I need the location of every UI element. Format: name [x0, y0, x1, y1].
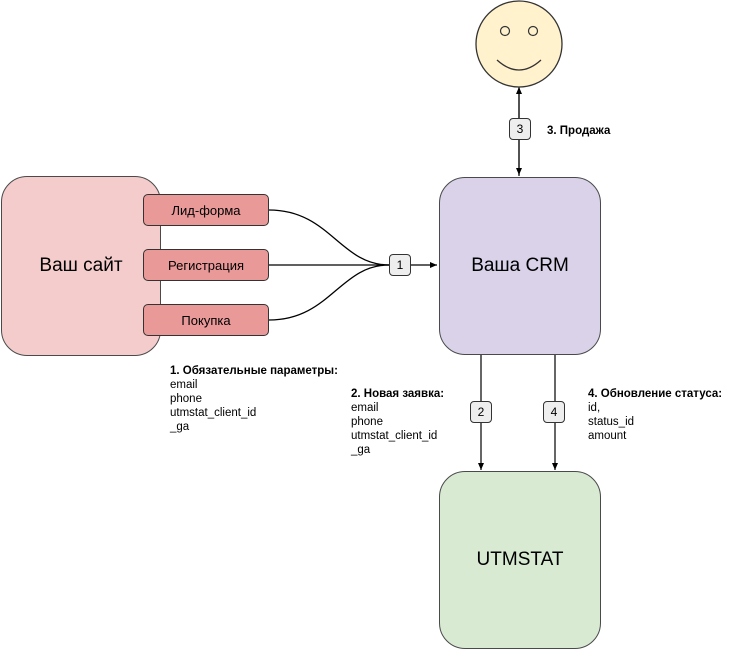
registration-label: Регистрация — [168, 257, 244, 273]
status-update-id: id, — [588, 402, 601, 414]
utmstat-label: UTMSTAT — [476, 549, 564, 570]
connector-purchase — [268, 264, 390, 321]
status-update-note: 4. Обновление статуса: id, status_id amo… — [588, 387, 722, 443]
purchase-button[interactable]: Покупка — [143, 304, 269, 336]
new-lead-title: 2. Новая заявка: — [351, 388, 445, 400]
step-badge-2: 2 — [470, 401, 492, 423]
lead-form-label: Лид-форма — [171, 202, 241, 218]
status-update-status-id: status_id — [588, 416, 635, 428]
step-badge-3: 3 — [509, 118, 531, 140]
connector-lead-form — [268, 209, 390, 266]
site-block: Ваш сайт — [1, 176, 161, 356]
utmstat-block: UTMSTAT — [439, 471, 601, 649]
site-label: Ваш сайт — [39, 255, 123, 276]
sale-note: 3. Продажа — [547, 124, 610, 138]
status-update-title: 4. Обновление статуса: — [588, 388, 723, 400]
step-badge-1: 1 — [389, 254, 411, 276]
step-badge-4: 4 — [543, 401, 565, 423]
purchase-label: Покупка — [181, 312, 231, 328]
crm-label: Ваша CRM — [471, 255, 569, 276]
sale-title: 3. Продажа — [547, 125, 611, 137]
registration-button[interactable]: Регистрация — [143, 249, 269, 281]
required-param-client-id: utmstat_client_id — [170, 407, 257, 419]
required-params-title: 1. Обязательные параметры: — [170, 365, 338, 377]
lead-form-button[interactable]: Лид-форма — [143, 194, 269, 226]
new-lead-note: 2. Новая заявка: email phone utmstat_cli… — [351, 387, 444, 457]
new-lead-client-id: utmstat_client_id — [351, 430, 438, 442]
crm-block: Ваша CRM — [439, 177, 601, 355]
required-params-note: 1. Обязательные параметры: email phone u… — [170, 364, 338, 434]
required-param-email: email — [170, 379, 198, 391]
smiley-face-icon — [475, 0, 563, 88]
status-update-amount: amount — [588, 430, 627, 442]
new-lead-ga: _ga — [351, 444, 371, 456]
required-param-ga: _ga — [170, 421, 190, 433]
new-lead-phone: phone — [351, 416, 383, 428]
required-param-phone: phone — [170, 393, 202, 405]
new-lead-email: email — [351, 402, 379, 414]
